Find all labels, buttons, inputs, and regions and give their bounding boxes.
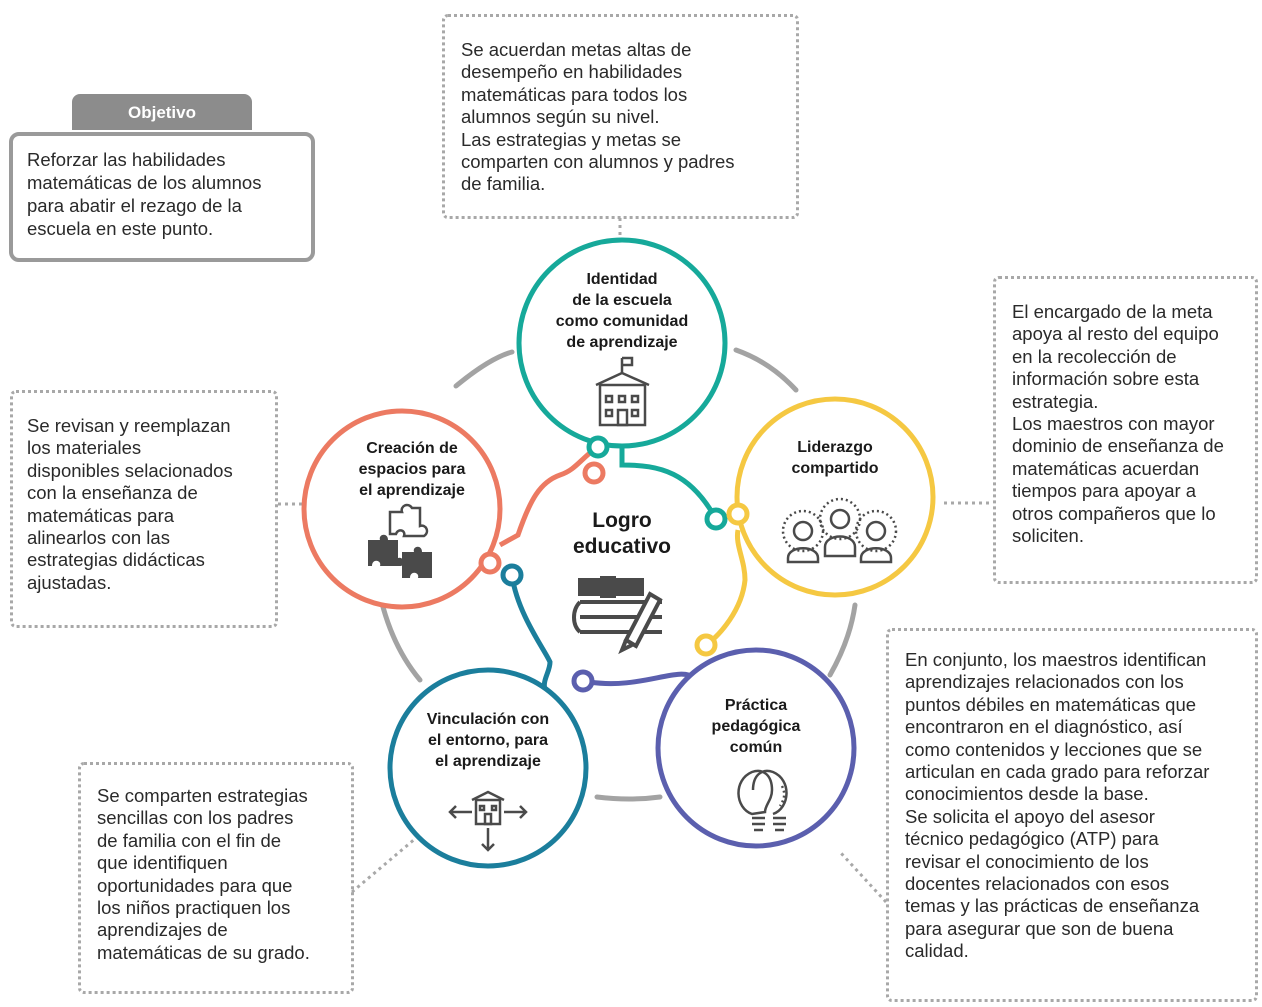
circle-title-creacion-1: espacios para xyxy=(359,461,466,478)
node-identidad xyxy=(586,435,610,459)
circle-title-creacion-2: el aprendizaje xyxy=(359,482,465,499)
connector-bottom-right xyxy=(838,850,888,904)
books-pen-icon xyxy=(572,576,663,655)
school-arrows-icon xyxy=(448,790,528,852)
circle-title-identidad-0: Identidad xyxy=(586,271,657,288)
note-bottom-left: Se comparten estrategias sencillas con l… xyxy=(78,762,354,994)
lightbulbs-icon xyxy=(737,769,788,832)
circle-title-liderazgo-1: compartido xyxy=(791,460,878,477)
circle-title-vinculacion-2: el aprendizaje xyxy=(435,753,541,770)
circle-title-practica-2: común xyxy=(730,739,782,756)
connectors xyxy=(278,218,993,904)
link-liderazgo xyxy=(704,529,748,648)
ring-arc-bottom xyxy=(594,794,663,802)
link-creacion xyxy=(498,446,598,548)
note-left: Se revisan y reemplazan los materiales d… xyxy=(10,390,278,628)
school-building-icon xyxy=(595,356,650,427)
ring-arc-right xyxy=(827,602,858,678)
node-identidad-right xyxy=(704,507,728,531)
center-label-1: Logro xyxy=(592,509,651,532)
ring-arc-left xyxy=(380,604,423,683)
circle-vinculacion xyxy=(387,667,589,869)
objective-text: Reforzar las habilidades matemáticas de … xyxy=(9,132,315,262)
note-right: El encargado de la meta apoya al resto d… xyxy=(993,276,1258,584)
team-people-icon xyxy=(781,497,898,564)
circle-liderazgo xyxy=(734,396,936,598)
circle-title-creacion-0: Creación de xyxy=(366,440,458,457)
node-liderazgo xyxy=(726,502,750,526)
link-vinculacion xyxy=(509,575,553,691)
note-bottom-right: En conjunto, los maestros identifican ap… xyxy=(886,628,1258,1002)
circle-identidad xyxy=(516,237,728,449)
node-creacion xyxy=(478,551,502,575)
center-label-2: educativo xyxy=(573,535,671,558)
node-practica xyxy=(571,669,595,693)
link-identidad xyxy=(619,448,719,521)
circle-title-practica-0: Práctica xyxy=(725,697,787,714)
outer-ring xyxy=(380,347,858,802)
ring-arc-top-left xyxy=(453,349,515,389)
note-top: Se acuerdan metas altas de desempeño en … xyxy=(442,14,799,219)
circle-title-liderazgo-0: Liderazgo xyxy=(797,439,873,456)
node-liderazgo-bottom xyxy=(694,633,718,657)
connector-bottom-left xyxy=(351,836,417,894)
circle-title-vinculacion-0: Vinculación con xyxy=(427,711,549,728)
node-creacion-top xyxy=(582,461,606,485)
circle-title-identidad-1: de la escuela xyxy=(572,292,672,309)
objective-tab: Objetivo xyxy=(72,94,252,130)
circle-title-identidad-2: como comunidad xyxy=(556,313,688,330)
node-vinculacion xyxy=(500,563,524,587)
circle-practica xyxy=(655,647,857,849)
circle-title-vinculacion-1: el entorno, para xyxy=(428,732,548,749)
puzzle-icon xyxy=(368,503,432,578)
ring-arc-top-right xyxy=(733,347,799,393)
circle-title-identidad-3: de aprendizaje xyxy=(566,334,677,351)
circle-title-practica-1: pedagógica xyxy=(712,718,801,735)
